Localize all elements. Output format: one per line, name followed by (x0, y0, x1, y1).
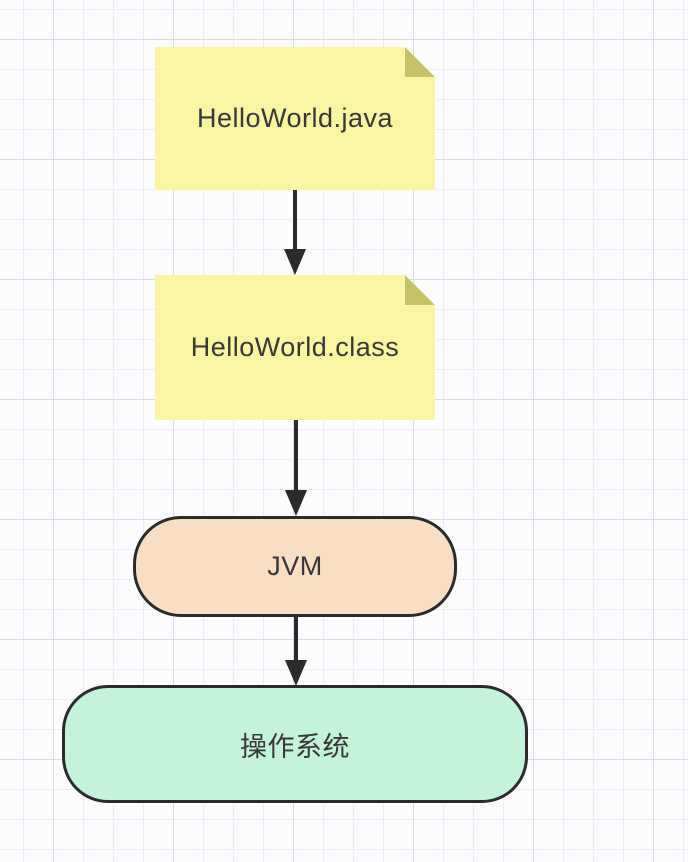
arrow-shaft (293, 190, 297, 249)
arrow-shaft (294, 616, 298, 660)
node-jvm: JVM (133, 516, 457, 617)
node-label-helloworld-java: HelloWorld.java (196, 103, 394, 133)
note-fold-icon (405, 275, 435, 305)
node-helloworld-java: HelloWorld.java (155, 47, 435, 190)
node-label-operating-system: 操作系统 (240, 731, 350, 762)
arrowhead-down-icon (285, 490, 307, 516)
node-label-helloworld-class: HelloWorld.class (190, 332, 400, 362)
arrow-java-to-class (283, 190, 307, 275)
arrow-shaft (294, 420, 298, 490)
arrow-class-to-jvm (284, 420, 308, 516)
node-label-jvm: JVM (267, 551, 323, 581)
node-operating-system: 操作系统 (62, 685, 528, 803)
note-fold-icon (405, 47, 435, 77)
arrow-jvm-to-os (284, 616, 308, 686)
arrowhead-down-icon (285, 660, 307, 686)
node-helloworld-class: HelloWorld.class (155, 275, 435, 420)
arrowhead-down-icon (284, 249, 306, 275)
